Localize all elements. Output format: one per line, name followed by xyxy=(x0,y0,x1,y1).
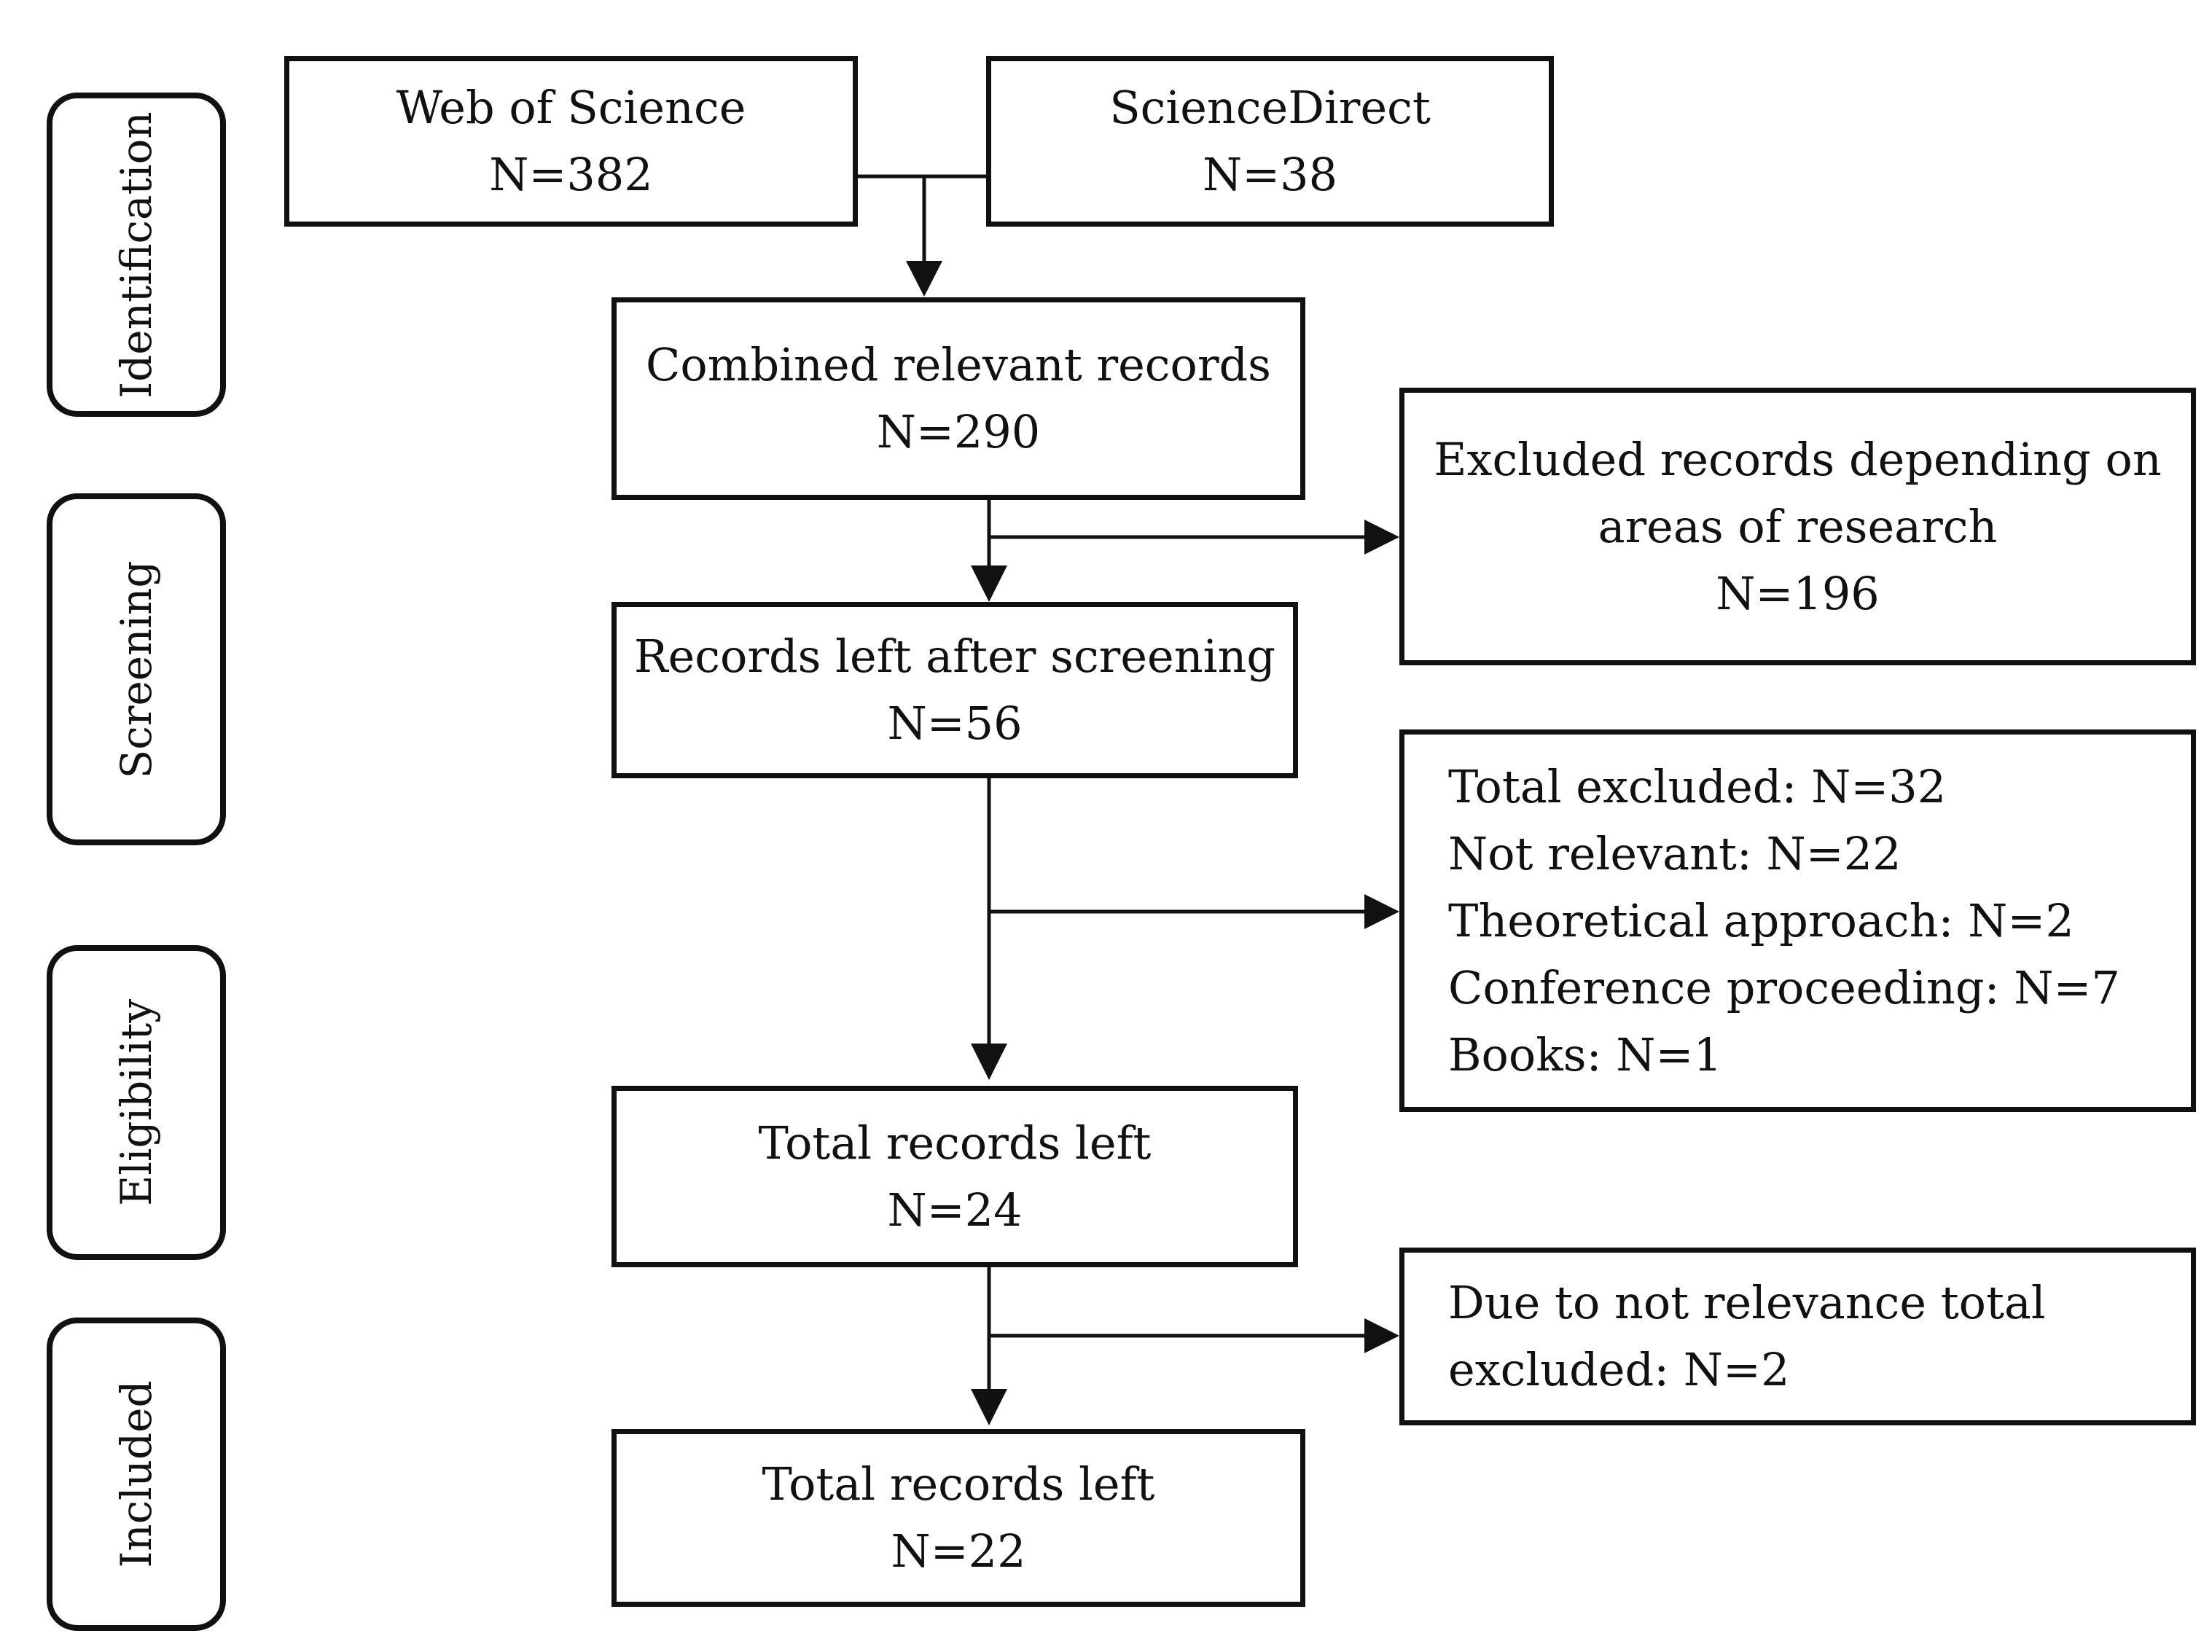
excluded-conference: Conference proceeding: N=7 xyxy=(1448,960,2120,1014)
phase-screening-label: Screening xyxy=(112,560,161,778)
combined-records-count: N=290 xyxy=(876,405,1041,458)
arrow-to-excluded-eligibility xyxy=(1364,894,1399,929)
box-excluded-relevance: Due to not relevance total excluded: N=2 xyxy=(1399,1248,2196,1425)
box-excluded-areas: Excluded records depending on areas of r… xyxy=(1399,388,2196,665)
total-left-24-count: N=24 xyxy=(887,1183,1023,1237)
web-of-science-title: Web of Science xyxy=(396,81,746,134)
phase-eligibility-label: Eligibility xyxy=(112,999,161,1206)
web-of-science-count: N=382 xyxy=(489,148,653,201)
arrow-to-screening-box xyxy=(971,565,1007,602)
phase-included: Included xyxy=(47,1318,226,1631)
box-total-left-22: Total records left N=22 xyxy=(611,1429,1305,1607)
excluded-relevance-line-2: excluded: N=2 xyxy=(1448,1343,1790,1396)
box-after-screening: Records left after screening N=56 xyxy=(611,602,1298,778)
arrow-to-eligibility-box xyxy=(971,1044,1007,1080)
arrow-to-combined xyxy=(906,261,942,297)
arrow-to-included-box xyxy=(971,1389,1007,1425)
box-combined-records: Combined relevant records N=290 xyxy=(611,297,1305,500)
phase-identification: Identification xyxy=(47,93,226,417)
sciencedirect-count: N=38 xyxy=(1202,148,1338,201)
phase-eligibility: Eligibility xyxy=(47,945,226,1260)
arrow-to-excluded-areas xyxy=(1364,520,1399,555)
excluded-theoretical: Theoretical approach: N=2 xyxy=(1448,893,2074,947)
excluded-areas-line-2: areas of research xyxy=(1598,499,1998,553)
phase-included-label: Included xyxy=(112,1380,161,1568)
total-left-24-title: Total records left xyxy=(758,1116,1152,1170)
excluded-areas-line-1: Excluded records depending on xyxy=(1434,432,2162,486)
box-web-of-science: Web of Science N=382 xyxy=(284,56,858,227)
phase-identification-label: Identification xyxy=(112,111,161,399)
excluded-relevance-line-1: Due to not relevance total xyxy=(1448,1276,2046,1329)
after-screening-count: N=56 xyxy=(887,697,1023,750)
total-left-22-count: N=22 xyxy=(891,1524,1026,1578)
total-left-22-title: Total records left xyxy=(762,1457,1155,1511)
box-sciencedirect: ScienceDirect N=38 xyxy=(986,56,1554,227)
combined-records-title: Combined relevant records xyxy=(645,338,1271,391)
box-excluded-eligibility: Total excluded: N=32 Not relevant: N=22 … xyxy=(1399,729,2196,1112)
phase-screening: Screening xyxy=(47,493,226,845)
sciencedirect-title: ScienceDirect xyxy=(1109,81,1431,134)
excluded-not-relevant: Not relevant: N=22 xyxy=(1448,826,1902,880)
after-screening-title: Records left after screening xyxy=(633,630,1276,683)
box-total-left-24: Total records left N=24 xyxy=(611,1086,1298,1267)
excluded-books: Books: N=1 xyxy=(1448,1027,1722,1081)
excluded-areas-count: N=196 xyxy=(1716,566,1880,620)
arrow-to-excluded-relevance xyxy=(1364,1318,1399,1353)
excluded-total: Total excluded: N=32 xyxy=(1448,759,1947,813)
